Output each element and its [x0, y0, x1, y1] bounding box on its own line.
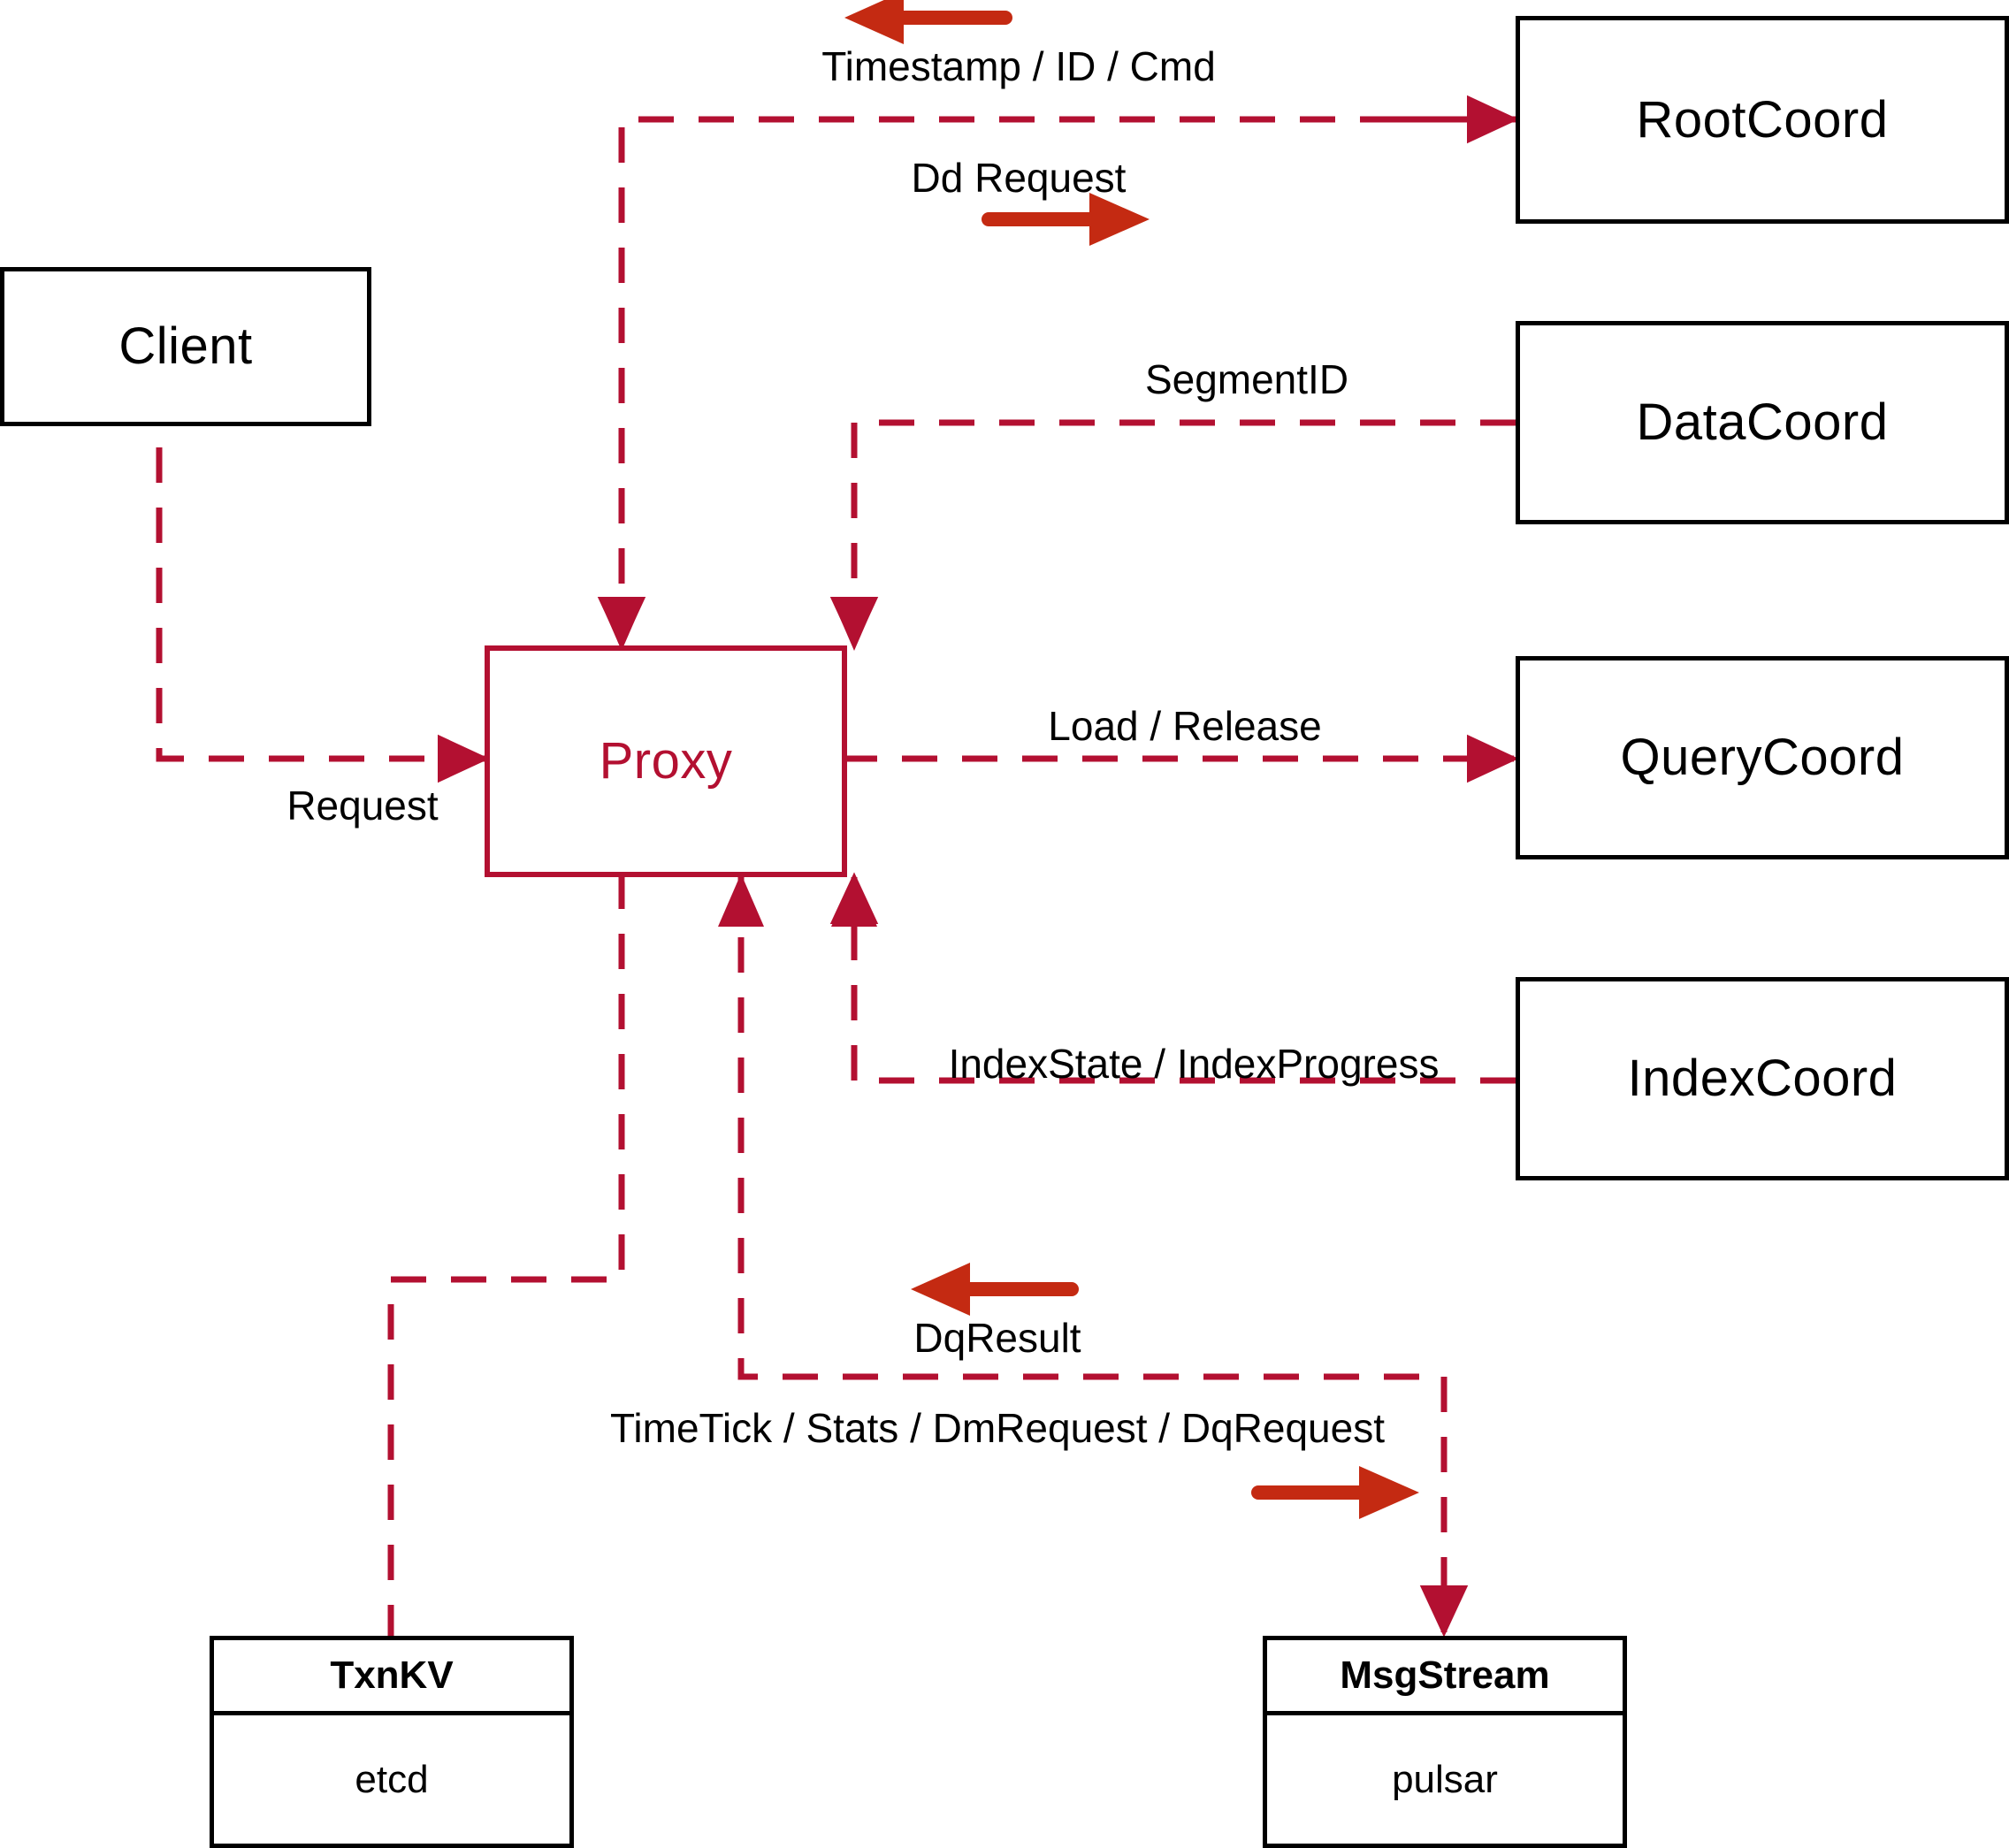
node-client-label: Client [118, 317, 253, 375]
node-msgstream[interactable]: MsgStream pulsar [1263, 1636, 1627, 1848]
node-proxy-label: Proxy [599, 732, 733, 790]
edge-proxy-msgstream-loop [737, 877, 1469, 1638]
node-querycoord-label: QueryCoord [1620, 729, 1905, 786]
edge-indexcoord-to-proxy [829, 872, 1516, 1084]
edge-label-dq-result: DqResult [913, 1315, 1081, 1361]
node-msgstream-title: MsgStream [1267, 1640, 1623, 1715]
edge-label-index-state-progress: IndexState / IndexProgress [948, 1041, 1440, 1087]
node-rootcoord[interactable]: RootCoord [1516, 16, 2009, 224]
edge-label-request: Request [286, 783, 439, 829]
node-indexcoord-label: IndexCoord [1627, 1050, 1898, 1107]
edge-label-dd-request: Dd Request [911, 155, 1127, 201]
node-proxy[interactable]: Proxy [485, 645, 847, 877]
node-txnkv-title: TxnKV [214, 1640, 569, 1715]
timestamp-id-cmd-direction-arrow [844, 0, 1012, 44]
node-txnkv[interactable]: TxnKV etcd [210, 1636, 574, 1848]
edge-label-timetick-stats-dm-dq: TimeTick / Stats / DmRequest / DqRequest [610, 1405, 1385, 1451]
direction-arrow-group [844, 0, 1419, 1519]
edge-label-load-release: Load / Release [1048, 703, 1322, 749]
node-datacoord[interactable]: DataCoord [1516, 321, 2009, 524]
node-indexcoord[interactable]: IndexCoord [1516, 977, 2009, 1180]
node-rootcoord-label: RootCoord [1636, 90, 1889, 149]
node-txnkv-impl: etcd [355, 1757, 429, 1801]
arrowhead-down-rootcoord [599, 598, 645, 651]
node-datacoord-label: DataCoord [1636, 393, 1889, 451]
dq-result-direction-arrow [911, 1263, 1079, 1316]
proxy-inbound-arrowheads [599, 598, 877, 927]
node-msgstream-impl: pulsar [1392, 1757, 1498, 1801]
dd-request-direction-arrow [982, 193, 1150, 246]
edge-proxy-to-txnkv [387, 874, 625, 1636]
timetick-direction-arrow [1251, 1466, 1419, 1519]
node-querycoord[interactable]: QueryCoord [1516, 656, 2009, 859]
arrowhead-up-indexcoord [831, 874, 877, 927]
arrowhead-up-msgstream [718, 874, 764, 927]
edge-label-timestamp-id-cmd: Timestamp / ID / Cmd [821, 43, 1216, 89]
node-client[interactable]: Client [0, 267, 371, 426]
edge-client-to-proxy [156, 387, 490, 783]
edge-label-segment-id: SegmentID [1144, 356, 1349, 402]
edge-datacoord-to-proxy [829, 419, 1516, 649]
arrowhead-down-datacoord [831, 598, 877, 651]
